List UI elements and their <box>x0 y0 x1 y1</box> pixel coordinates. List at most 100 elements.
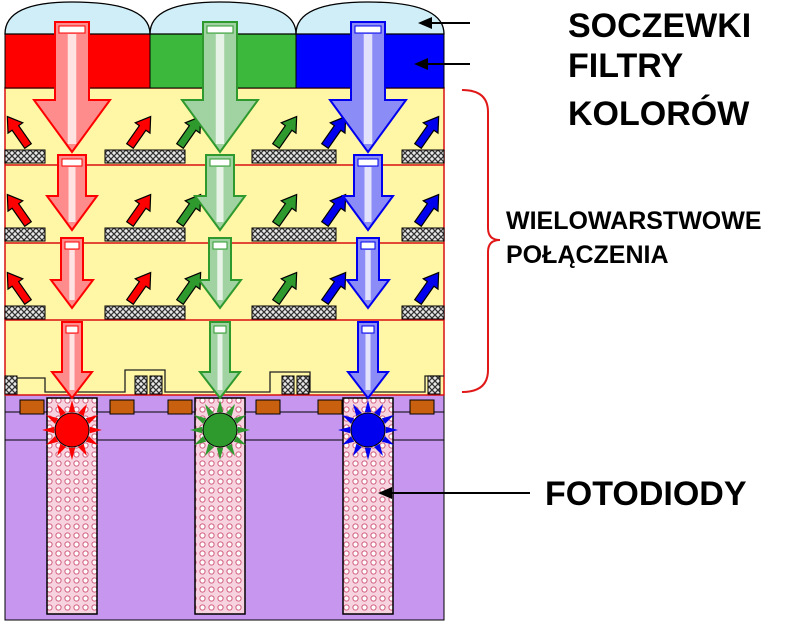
burst-ray-green-9 <box>205 404 214 417</box>
microlens-blue <box>295 1 445 35</box>
light-arrow-red-1 <box>32 21 112 154</box>
burst-ray-red-1 <box>89 426 102 434</box>
metal-via-3 <box>149 375 163 395</box>
microlenses <box>4 1 445 35</box>
light-arrow-green-1 <box>180 21 260 154</box>
metal-line-3-2 <box>104 305 186 320</box>
burst-ray-blue-4 <box>364 447 372 460</box>
scatter-arrow-1-6 <box>413 115 440 150</box>
light-arrow-red-2 <box>45 154 99 232</box>
burst-core-red <box>54 412 90 448</box>
scatter-arrow-3-2 <box>125 271 152 306</box>
contact-1 <box>19 399 45 415</box>
burst-ray-red-3 <box>78 443 87 456</box>
pointer-filters <box>414 58 470 70</box>
light-arrow-green-3 <box>197 237 243 310</box>
light-arrow-blue-4-band <box>361 325 375 334</box>
burst-ray-blue-11 <box>374 404 383 417</box>
burst-ray-green-8 <box>194 415 207 424</box>
scatter-arrow-2-2 <box>125 193 152 228</box>
interconnect-bracket <box>461 89 501 393</box>
scatter-arrow-2-5 <box>320 193 347 228</box>
light-arrow-red-1-band <box>58 25 86 34</box>
scatter-arrow-2-2-shape <box>125 193 152 228</box>
label-filters-line2: KOLORÓW <box>568 95 750 133</box>
scatter-arrow-2-4 <box>271 193 298 228</box>
scatter-arrow-3-5-shape <box>320 271 347 306</box>
scatter-arrow-3-4-shape <box>271 271 298 306</box>
light-arrow-blue-1-band <box>354 25 382 34</box>
scatter-arrow-1-2-shape <box>125 115 152 150</box>
metal-line-1-2 <box>104 149 186 164</box>
burst-ray-red-6 <box>46 436 59 445</box>
scatter-arrow-2-4-shape <box>271 193 298 228</box>
light-arrow-red-4 <box>49 321 95 400</box>
light-arrow-red-4-band <box>65 325 79 334</box>
light-arrow-green-4-band <box>213 325 227 334</box>
microlens-red <box>4 1 151 35</box>
burst-ray-red-4 <box>68 447 76 460</box>
scatter-arrow-1-5 <box>320 115 347 150</box>
metal-line-1-3 <box>251 149 337 164</box>
light-arrow-blue-4 <box>345 321 391 400</box>
burst-ray-blue-3 <box>374 443 383 456</box>
metal-via-1 <box>4 375 18 395</box>
metal-contacts <box>19 399 435 415</box>
contact-6 <box>409 399 435 415</box>
burst-ray-green-12 <box>233 415 246 424</box>
metal-line-2-3 <box>251 227 337 242</box>
burst-ray-blue-7 <box>338 426 351 434</box>
metal-line-3-1 <box>4 305 46 320</box>
burst-ray-green-7 <box>190 426 203 434</box>
metal-via-6 <box>427 375 441 395</box>
light-arrow-red-3 <box>49 237 95 310</box>
metal-via-5 <box>296 375 310 395</box>
burst-ray-red-5 <box>57 443 66 456</box>
metal-interconnects <box>4 149 445 395</box>
scatter-arrow-2-5-shape <box>320 193 347 228</box>
burst-ray-red-8 <box>46 415 59 424</box>
metal-line-2-4 <box>401 227 445 242</box>
scatter-arrow-2-1 <box>6 193 33 228</box>
burst-ray-green-4 <box>216 447 224 460</box>
scatter-arrow-3-6-shape <box>413 271 440 306</box>
scatter-arrow-1-5-shape <box>320 115 347 150</box>
scatter-arrow-1-2 <box>125 115 152 150</box>
label-lenses: SOCZEWKI <box>568 7 752 45</box>
burst-ray-blue-8 <box>342 415 355 424</box>
burst-core-blue <box>350 412 386 448</box>
burst-ray-red-10 <box>68 400 76 413</box>
metal-line-1-4 <box>401 149 445 164</box>
absorption-bursts <box>42 400 398 460</box>
metal-line-2-2 <box>104 227 186 242</box>
burst-ray-red-11 <box>78 404 87 417</box>
light-arrow-green-4 <box>197 321 243 400</box>
metal-via-4 <box>281 375 295 395</box>
contact-4 <box>255 399 281 415</box>
scatter-arrow-3-5 <box>320 271 347 306</box>
scatter-arrow-1-6-shape <box>413 115 440 150</box>
burst-ray-blue-10 <box>364 400 372 413</box>
scatter-arrow-3-2-shape <box>125 271 152 306</box>
burst-ray-red-9 <box>57 404 66 417</box>
burst-ray-green-3 <box>226 443 235 456</box>
burst-ray-green-5 <box>205 443 214 456</box>
light-arrow-blue-1 <box>328 21 408 154</box>
metal-line-3-3 <box>251 305 337 320</box>
scatter-arrow-1-4-shape <box>271 115 298 150</box>
contact-3 <box>167 399 193 415</box>
light-arrow-green-2 <box>193 154 247 232</box>
scatter-arrow-1-4 <box>271 115 298 150</box>
scatter-arrow-1-1-shape <box>6 115 33 150</box>
metal-line-2-1 <box>4 227 46 242</box>
light-arrow-blue-2-band <box>357 158 379 167</box>
metal-line-3-4 <box>401 305 445 320</box>
pointer-lenses <box>418 17 470 29</box>
contact-2 <box>109 399 135 415</box>
scatter-arrow-2-1-shape <box>6 193 33 228</box>
light-arrow-blue-3-band <box>360 241 376 250</box>
contact-5 <box>317 399 343 415</box>
burst-ray-blue-5 <box>353 443 362 456</box>
label-interconnects-line1: WIELOWARSTWOWE <box>506 207 762 235</box>
